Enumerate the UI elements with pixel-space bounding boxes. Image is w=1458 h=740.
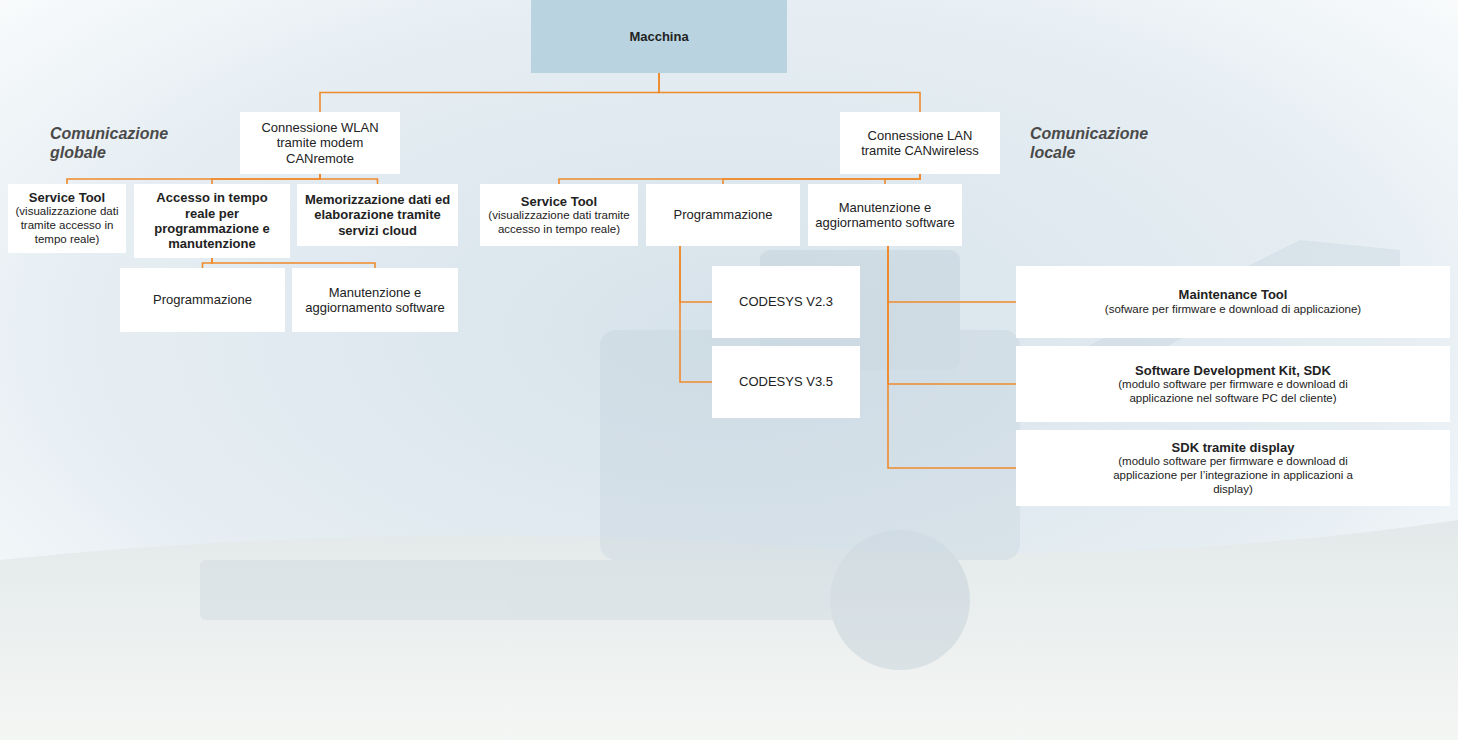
function-box: Accesso in tempo reale per programmazion… [134, 184, 290, 258]
function-box: Programmazione [646, 184, 800, 246]
tree-connector [212, 174, 320, 184]
box-title: Manutenzione e aggiornamento software [814, 200, 956, 231]
box-title: Software Development Kit, SDK [1135, 363, 1331, 378]
software-box: CODESYS V3.5 [712, 346, 860, 418]
box-title: Service Tool [521, 194, 597, 209]
tree-connector [723, 174, 920, 184]
box-title: CODESYS V3.5 [739, 374, 833, 389]
tree-connector [203, 258, 213, 268]
box-title: Connessione WLAN tramite modem CANremote [246, 120, 394, 166]
tree-connector [212, 258, 375, 268]
function-box: Manutenzione e aggiornamento software [808, 184, 962, 246]
tree-connector [888, 246, 1016, 468]
tree-connector [320, 174, 378, 184]
box-title: Accesso in tempo reale per programmazion… [140, 190, 284, 251]
section-label: Comunicazione globale [50, 124, 180, 162]
function-box: Manutenzione e aggiornamento software [292, 268, 458, 332]
harvester-silhouette [200, 240, 1400, 670]
box-title: Manutenzione e aggiornamento software [298, 285, 452, 316]
box-title: Service Tool [29, 190, 105, 205]
software-box: Software Development Kit, SDK(modulo sof… [1016, 346, 1450, 422]
software-box: CODESYS V2.3 [712, 266, 860, 338]
box-title: Programmazione [674, 207, 773, 222]
function-box: Programmazione [120, 268, 285, 332]
tree-connector [659, 73, 920, 112]
function-box: Memorizzazione dati ed elaborazione tram… [297, 184, 458, 246]
box-title: Maintenance Tool [1179, 287, 1288, 302]
box-description: (modulo software per firmware e download… [1098, 378, 1368, 406]
tree-connector [680, 246, 712, 302]
box-description: (visualizzazione dati tramite accesso in… [486, 209, 632, 237]
box-title: Memorizzazione dati ed elaborazione tram… [303, 192, 452, 238]
machine-box: Macchina [531, 0, 787, 73]
tree-connector [888, 246, 1016, 302]
box-description: (modulo software per firmware e download… [1098, 455, 1368, 496]
tool-box: Service Tool(visualizzazione dati tramit… [8, 184, 126, 253]
box-title: CODESYS V2.3 [739, 294, 833, 309]
section-label: Comunicazione locale [1030, 124, 1160, 162]
software-box: SDK tramite display(modulo software per … [1016, 430, 1450, 506]
connection-box: Connessione WLAN tramite modem CANremote [240, 112, 400, 174]
harvester-wheel [830, 530, 970, 670]
box-title: SDK tramite display [1172, 440, 1295, 455]
tree-connector [67, 174, 320, 184]
tool-box: Service Tool(visualizzazione dati tramit… [480, 184, 638, 246]
tree-connector [320, 73, 659, 112]
tree-connector [885, 174, 920, 184]
box-title: Connessione LAN tramite CANwireless [846, 128, 994, 159]
box-description: (sofware per firmware e download di appl… [1105, 303, 1361, 317]
software-box: Maintenance Tool(sofware per firmware e … [1016, 266, 1450, 338]
tree-connector [888, 246, 1016, 384]
box-title: Programmazione [153, 292, 252, 307]
connection-box: Connessione LAN tramite CANwireless [840, 112, 1000, 174]
tree-connector [559, 174, 920, 184]
box-title: Macchina [629, 29, 688, 44]
tree-connector [680, 246, 712, 382]
box-description: (visualizzazione dati tramite accesso in… [14, 205, 120, 246]
